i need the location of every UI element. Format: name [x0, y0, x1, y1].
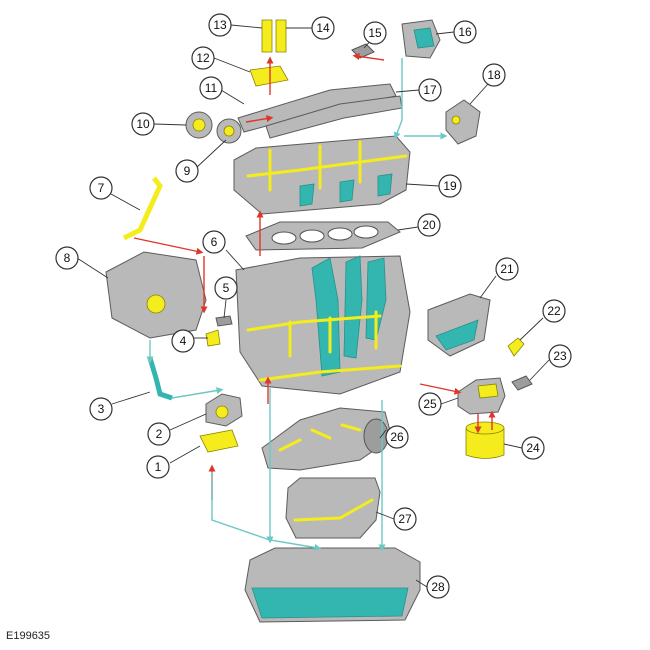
callout-21: 21	[495, 257, 519, 281]
callout-14: 14	[311, 16, 335, 40]
svg-text:19: 19	[443, 179, 457, 193]
callout-1: 1	[146, 455, 170, 479]
callout-10: 10	[131, 112, 155, 136]
callout-3: 3	[89, 397, 113, 421]
vct-solenoid-exhaust	[261, 19, 273, 53]
callout-22: 22	[542, 299, 566, 323]
callout-2: 2	[147, 422, 171, 446]
svg-text:7: 7	[98, 181, 105, 195]
callout-19: 19	[438, 174, 462, 198]
callout-25: 25	[418, 392, 442, 416]
callout-18: 18	[482, 63, 506, 87]
oil-pump-screen	[199, 429, 239, 453]
callout-15: 15	[363, 21, 387, 45]
svg-text:2: 2	[156, 427, 163, 441]
piston-cooling-jet	[205, 329, 221, 347]
svg-text:28: 28	[431, 580, 445, 594]
svg-text:5: 5	[223, 281, 230, 295]
svg-text:6: 6	[211, 235, 218, 249]
callout-16: 16	[453, 20, 477, 44]
svg-text:14: 14	[316, 21, 330, 35]
vacuum-pump	[401, 19, 441, 59]
svg-text:10: 10	[136, 117, 150, 131]
svg-text:24: 24	[526, 441, 540, 455]
callout-24: 24	[521, 436, 545, 460]
svg-text:21: 21	[500, 262, 514, 276]
callout-27: 27	[393, 507, 417, 531]
turbocharger	[105, 251, 207, 339]
callout-11: 11	[199, 76, 223, 100]
oil-filter	[465, 421, 505, 459]
callout-5: 5	[214, 276, 238, 300]
svg-text:4: 4	[180, 334, 187, 348]
svg-text:25: 25	[423, 397, 437, 411]
svg-text:15: 15	[368, 26, 382, 40]
callout-12: 12	[191, 46, 215, 70]
oil-level-indicator-tube	[122, 176, 163, 241]
front-cover	[427, 293, 491, 357]
oil-pan	[244, 547, 421, 623]
callout-23: 23	[548, 344, 572, 368]
vct-unit-intake	[216, 118, 242, 144]
svg-text:3: 3	[98, 402, 105, 416]
turbocharger-oil-return-pipe	[147, 357, 173, 401]
svg-text:8: 8	[64, 251, 71, 265]
figure-reference: E199635	[6, 630, 51, 642]
oil-baffle	[285, 477, 381, 539]
svg-text:1: 1	[155, 460, 162, 474]
cylinder-head	[233, 135, 411, 215]
callout-17: 17	[418, 78, 442, 102]
oil-pump	[205, 393, 243, 427]
callout-26: 26	[385, 425, 409, 449]
svg-text:13: 13	[213, 18, 227, 32]
svg-text:17: 17	[423, 83, 437, 97]
oil-temperature-sensor	[507, 337, 525, 357]
svg-text:22: 22	[547, 304, 561, 318]
vct-oil-manifold	[249, 65, 289, 87]
vct-solenoid-intake	[275, 19, 287, 53]
svg-text:11: 11	[205, 81, 218, 95]
svg-text:9: 9	[184, 164, 191, 178]
svg-text:18: 18	[487, 68, 501, 82]
callout-4: 4	[171, 329, 195, 353]
callout-7: 7	[89, 176, 113, 200]
callout-28: 28	[426, 575, 450, 599]
svg-text:23: 23	[553, 349, 567, 363]
crankshaft	[261, 407, 393, 471]
callout-8: 8	[55, 246, 79, 270]
timing-chain-tensioner	[445, 99, 481, 145]
cylinder-head-gasket	[245, 221, 401, 251]
oil-filter-housing	[457, 377, 506, 415]
svg-text:20: 20	[422, 218, 436, 232]
oil-pressure-switch	[511, 375, 533, 391]
camshafts	[237, 83, 403, 139]
svg-text:12: 12	[196, 51, 210, 65]
cylinder-block	[235, 255, 411, 395]
svg-text:26: 26	[390, 430, 404, 444]
callout-6: 6	[202, 230, 226, 254]
svg-text:27: 27	[398, 512, 412, 526]
svg-text:16: 16	[458, 25, 472, 39]
pressure-oil-flow-arrows	[133, 53, 496, 500]
callout-13: 13	[208, 13, 232, 37]
return-oil-flow-arrows	[146, 58, 448, 552]
oil-supply-connector	[215, 315, 233, 327]
oil-check-valve	[351, 43, 375, 59]
callout-9: 9	[175, 159, 199, 183]
vct-unit-exhaust	[185, 111, 213, 139]
callout-20: 20	[417, 213, 441, 237]
